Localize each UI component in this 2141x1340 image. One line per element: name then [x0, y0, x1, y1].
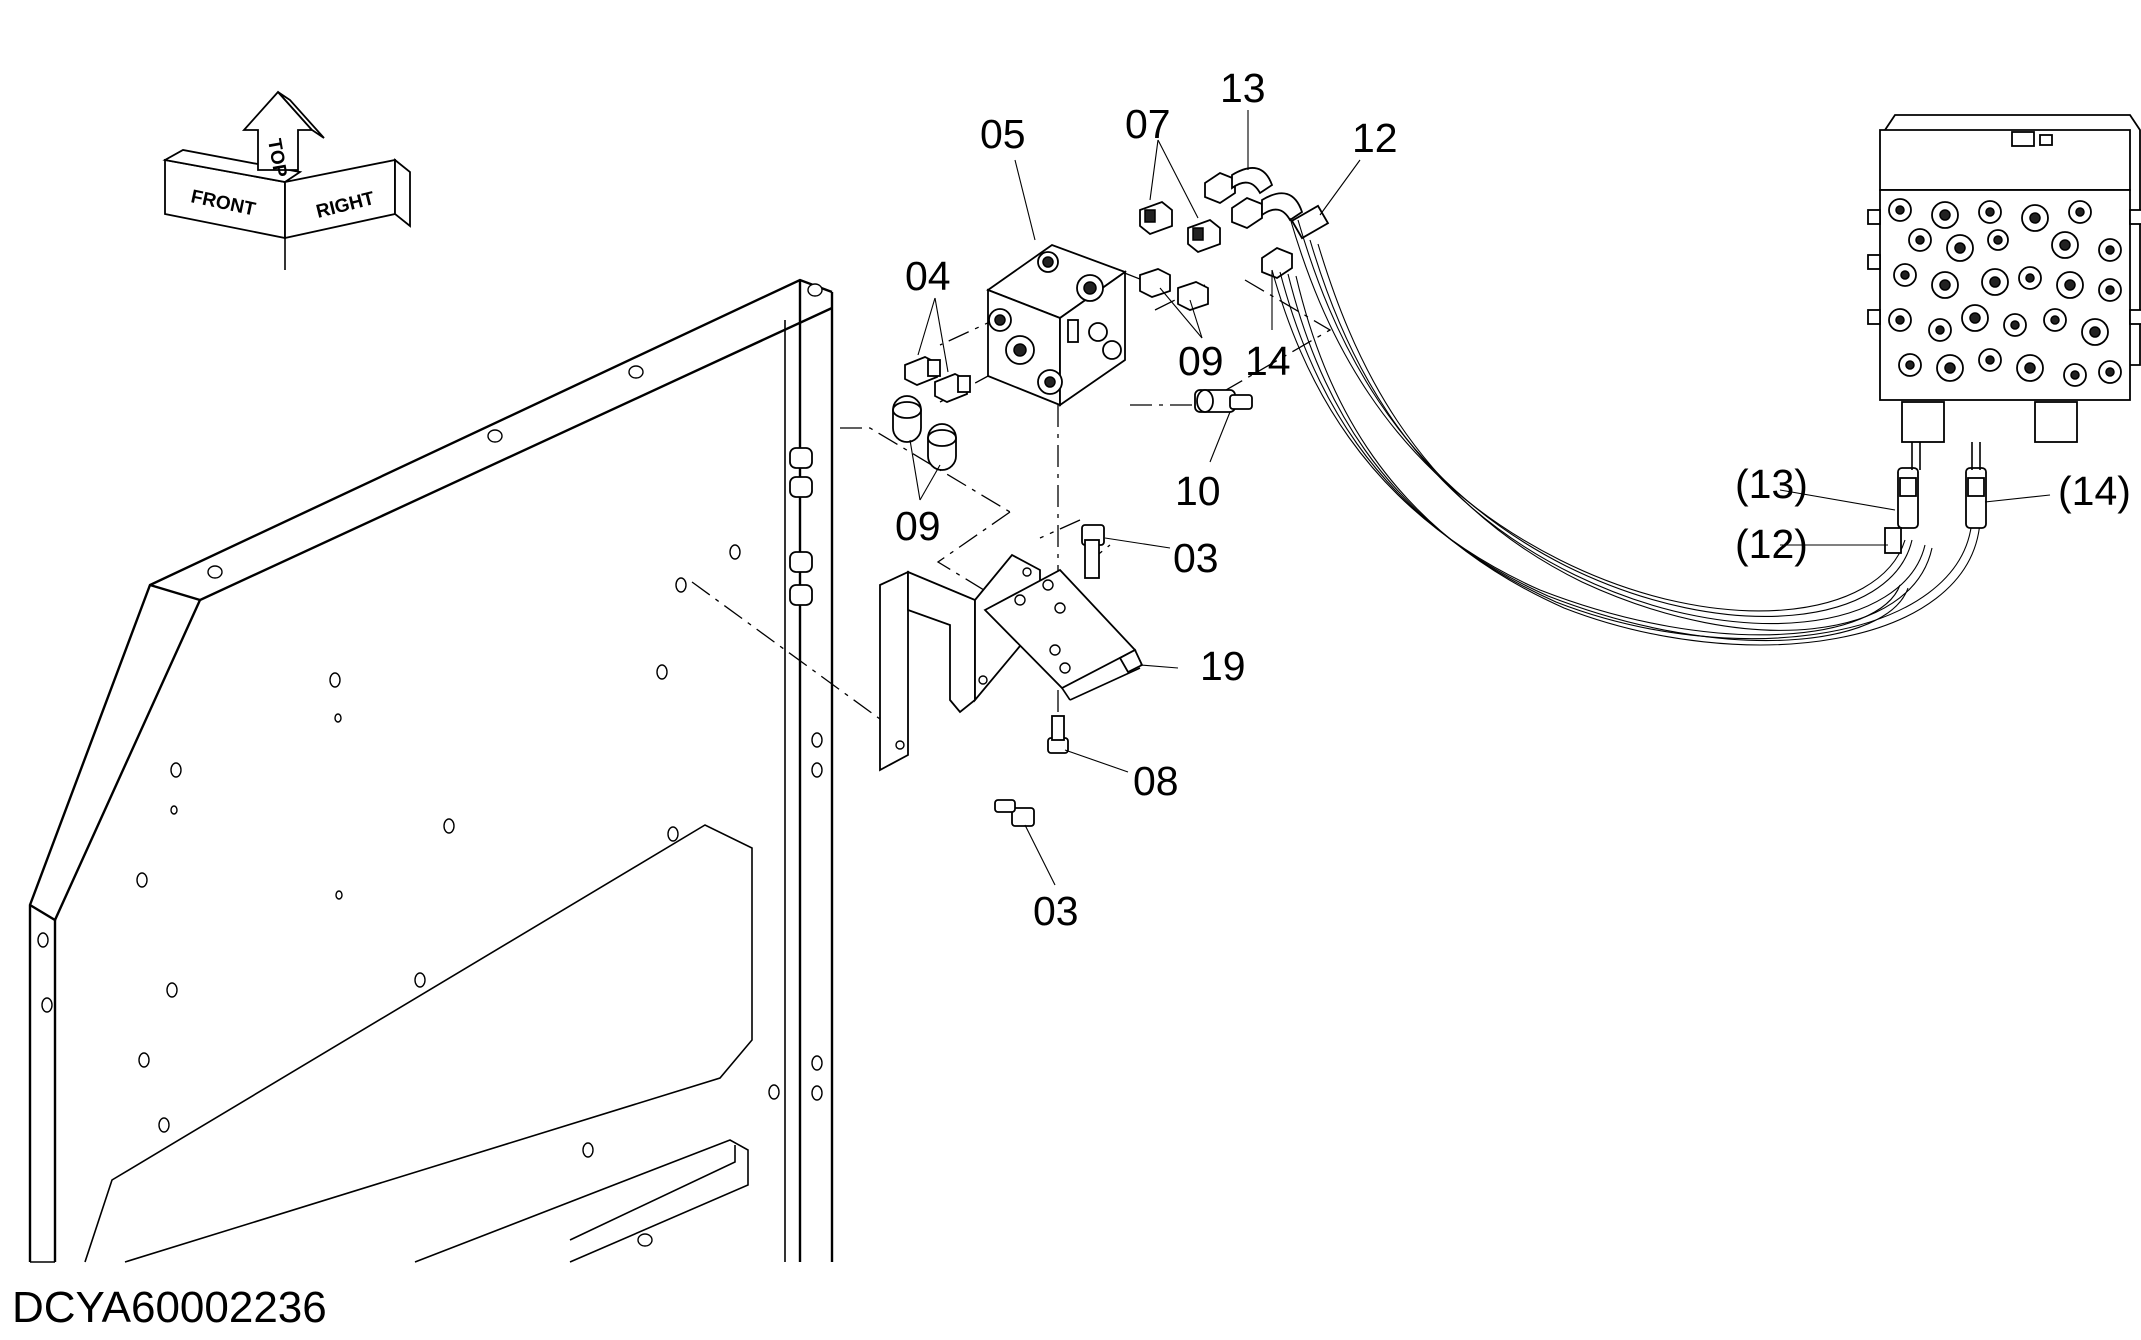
label-13-ref: (13)	[1735, 461, 1808, 507]
label-04: 04	[905, 253, 951, 299]
fittings-07	[1139, 200, 1221, 254]
fittings-04	[904, 356, 971, 403]
label-10: 10	[1175, 468, 1221, 514]
plugs-09-right	[1139, 268, 1209, 311]
bracket-19	[879, 553, 1144, 772]
bolt-08	[1047, 715, 1069, 754]
label-05: 05	[980, 111, 1026, 157]
label-09-upper: 09	[1178, 338, 1224, 384]
valve-block-05	[986, 243, 1127, 407]
label-19: 19	[1200, 643, 1246, 689]
plugs-09-left	[892, 395, 957, 471]
cab-side-panel	[28, 278, 834, 1263]
part-number-labels: 05 07 13 12 04 09 14 09 10 03 19 08 03 (…	[895, 65, 2131, 934]
label-12: 12	[1352, 115, 1398, 161]
orientation-arrow-symbol: FRONT TOP RIGHT	[162, 90, 411, 270]
tee-fitting-10	[1194, 389, 1253, 413]
label-14: 14	[1245, 338, 1291, 384]
bolt-03-upper	[1081, 524, 1105, 579]
label-13: 13	[1220, 65, 1266, 111]
label-12-ref: (12)	[1735, 521, 1808, 567]
label-03-upper: 03	[1173, 535, 1219, 581]
label-08: 08	[1133, 758, 1179, 804]
bolt-03-lower	[994, 799, 1035, 827]
label-03-lower: 03	[1033, 888, 1079, 934]
top-arrow-icon	[241, 90, 325, 171]
label-14-ref: (14)	[2058, 468, 2131, 514]
label-07: 07	[1125, 101, 1171, 147]
label-09-lower: 09	[895, 503, 941, 549]
leader-lines	[909, 110, 2051, 886]
valve-ports	[1888, 198, 2122, 387]
control-valve-unit	[1867, 114, 2141, 470]
elbow-fittings	[1204, 167, 1330, 280]
right-arrow-icon	[284, 158, 411, 240]
drawing-code: DCYA60002236	[12, 1283, 327, 1332]
hose-bundle	[1271, 217, 1987, 646]
